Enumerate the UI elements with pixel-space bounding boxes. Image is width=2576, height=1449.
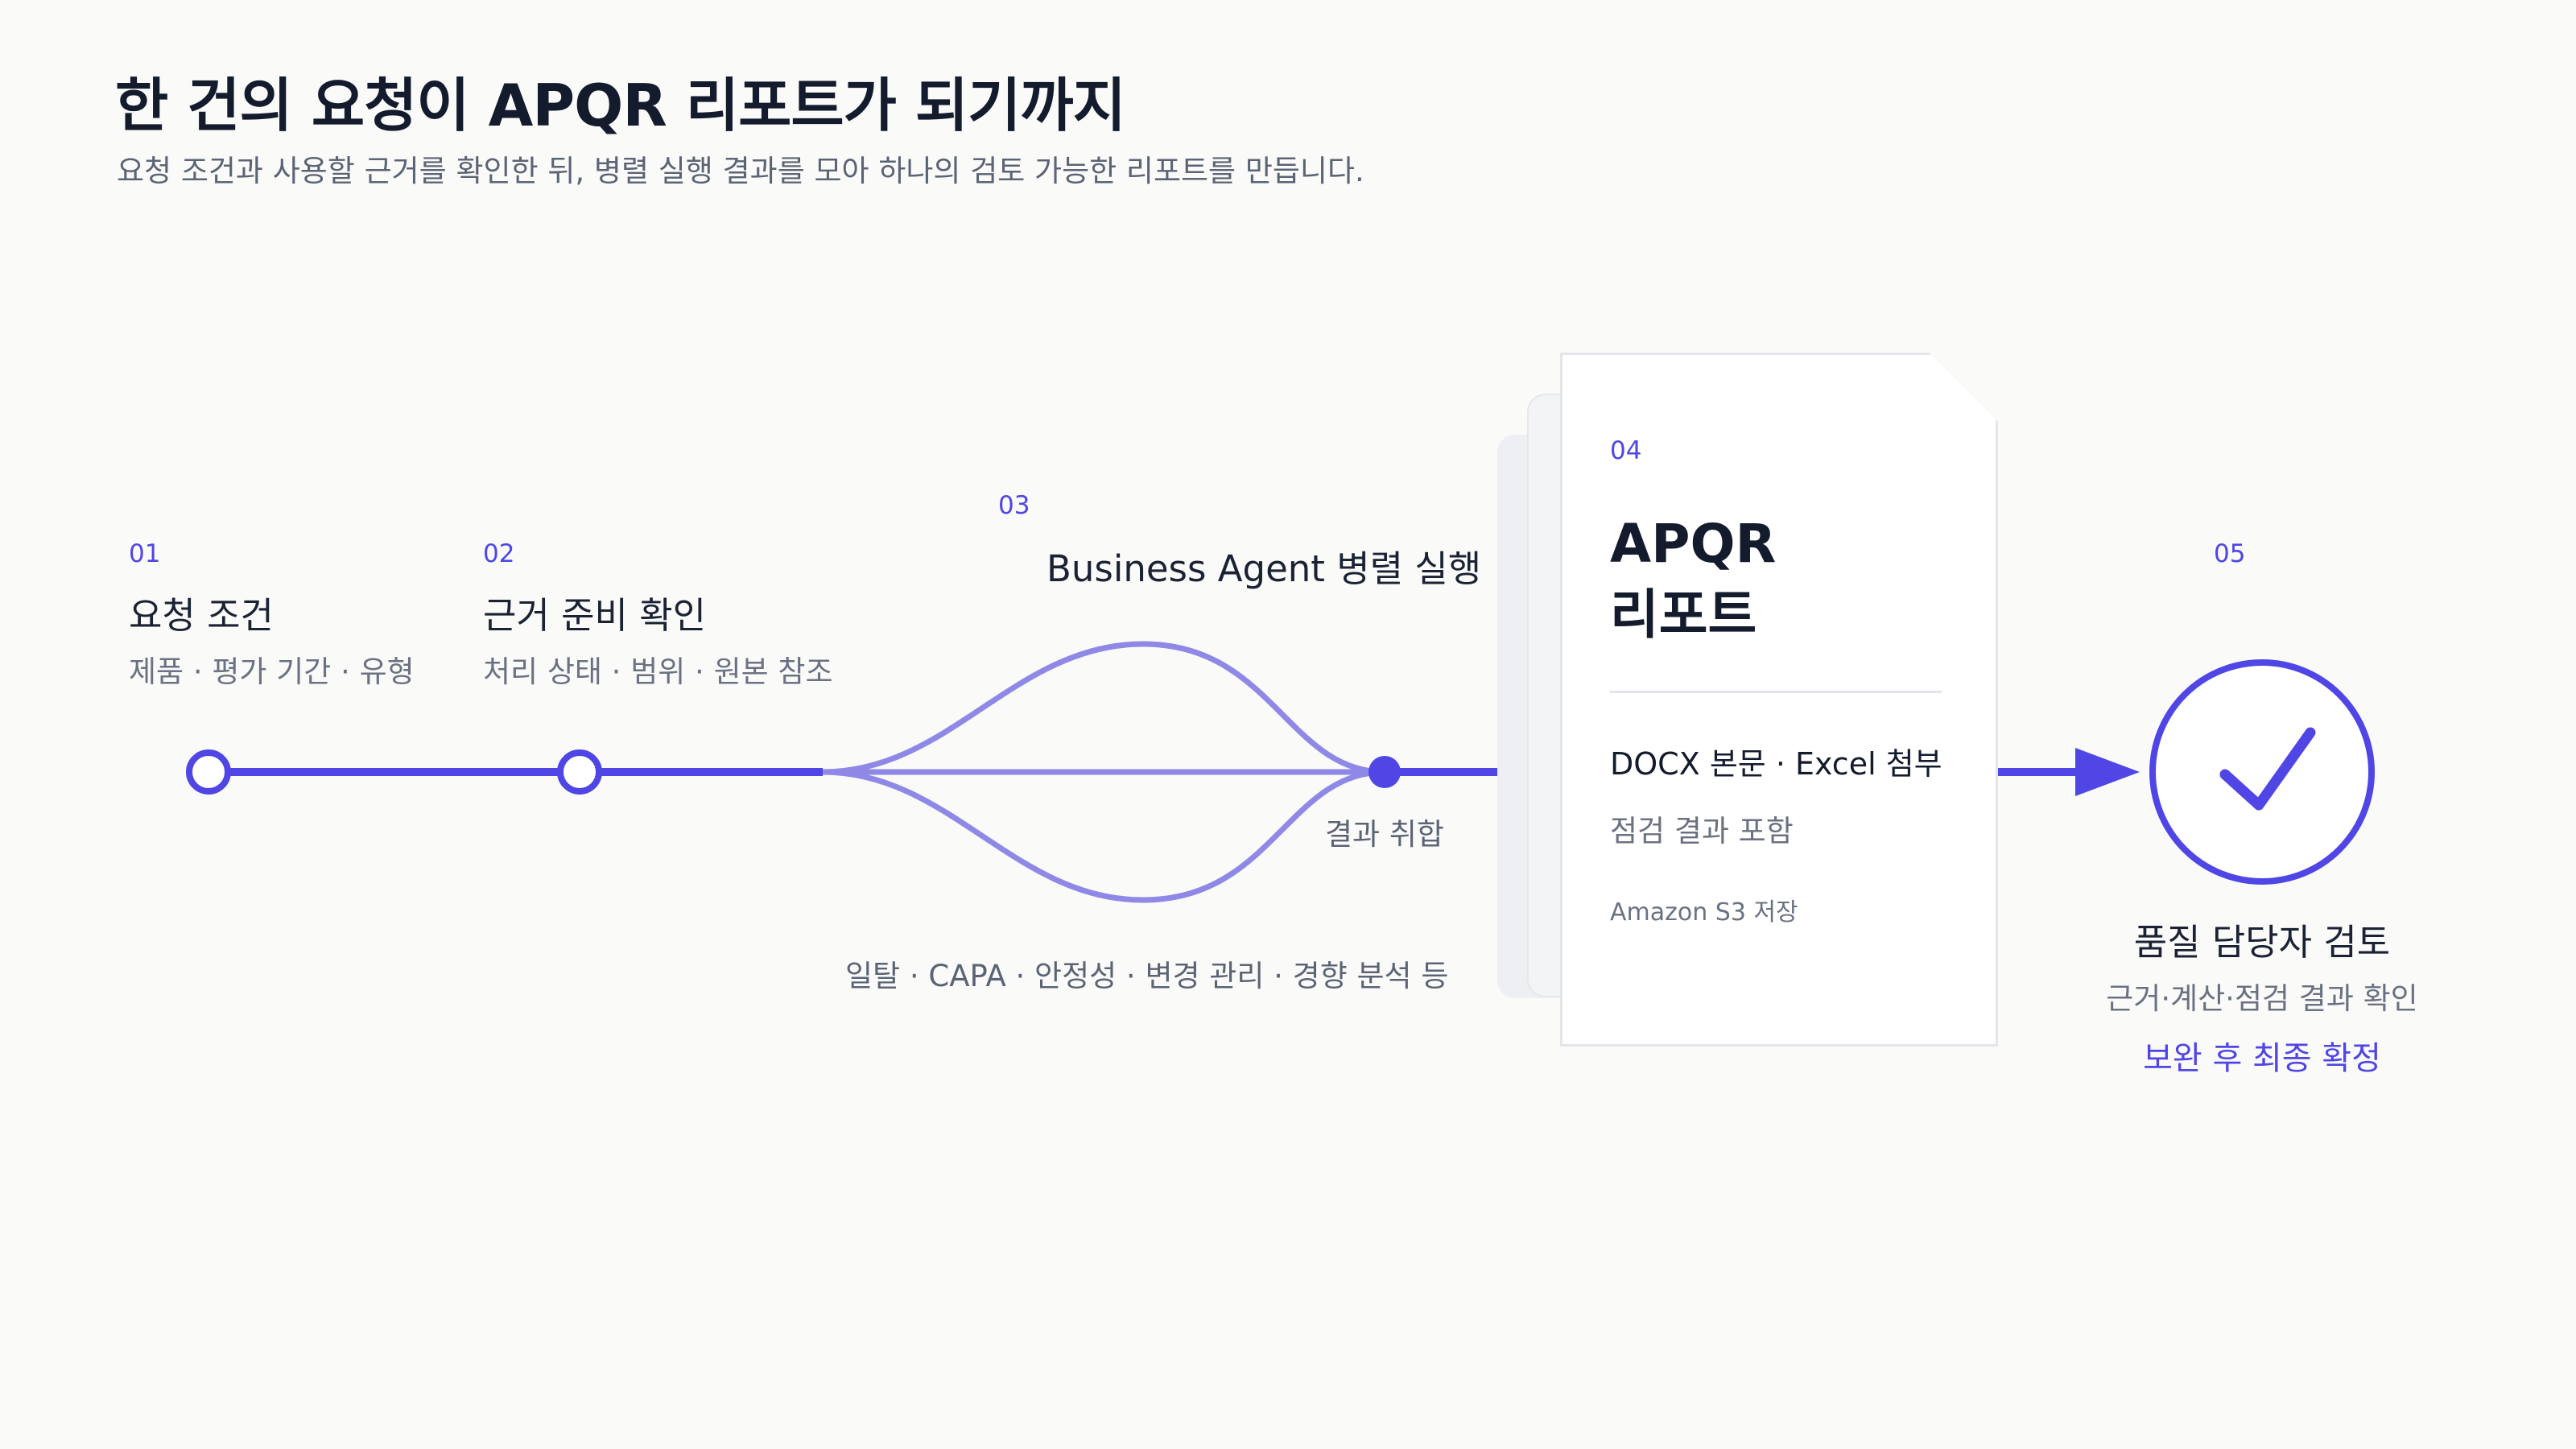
step-01-title: 요청 조건 — [129, 594, 274, 637]
doc-storage-line: Amazon S3 저장 — [1610, 898, 1798, 927]
page-title: 한 건의 요청이 APQR 리포트가 되기까지 — [115, 72, 1126, 139]
branch-lower — [822, 769, 1385, 903]
document-icon — [1560, 353, 1998, 1046]
step-05-subtitle: 근거·계산·점검 결과 확인 — [2106, 981, 2418, 1016]
step-04-title: APQR 리포트 — [1610, 513, 1777, 646]
page-subtitle: 요청 조건과 사용할 근거를 확인한 뒤, 병렬 실행 결과를 모아 하나의 검… — [117, 154, 1364, 188]
step-04-number: 04 — [1610, 436, 1642, 465]
step-01-number: 01 — [129, 539, 161, 568]
branch-upper — [822, 641, 1385, 775]
merge-node — [1368, 756, 1401, 788]
step-03-number: 03 — [998, 491, 1030, 520]
merge-label: 결과 취합 — [1325, 817, 1444, 852]
branches-label: 일탈 · CAPA · 안정성 · 변경 관리 · 경향 분석 등 — [845, 959, 1449, 993]
step-05-accent: 보완 후 최종 확정 — [2143, 1040, 2381, 1077]
review-circle — [2149, 659, 2375, 885]
check-icon — [2219, 727, 2316, 811]
step-02-title: 근거 준비 확인 — [483, 594, 707, 637]
arrow-head — [2075, 748, 2140, 796]
step-05-title: 품질 담당자 검토 — [2133, 921, 2391, 964]
step-02-number: 02 — [483, 539, 515, 568]
doc-format-line: DOCX 본문 · Excel 첨부 — [1610, 746, 1942, 782]
step-01-subtitle: 제품 · 평가 기간 · 유형 — [129, 654, 415, 689]
step-05-number: 05 — [2214, 539, 2246, 568]
doc-check-line: 점검 결과 포함 — [1610, 814, 1794, 848]
step-03-title: Business Agent 병렬 실행 — [1046, 547, 1482, 590]
step-02-subtitle: 처리 상태 · 범위 · 원본 참조 — [483, 654, 833, 689]
step-node-01 — [186, 749, 231, 795]
doc-divider — [1610, 691, 1942, 693]
step-node-02 — [557, 749, 602, 795]
